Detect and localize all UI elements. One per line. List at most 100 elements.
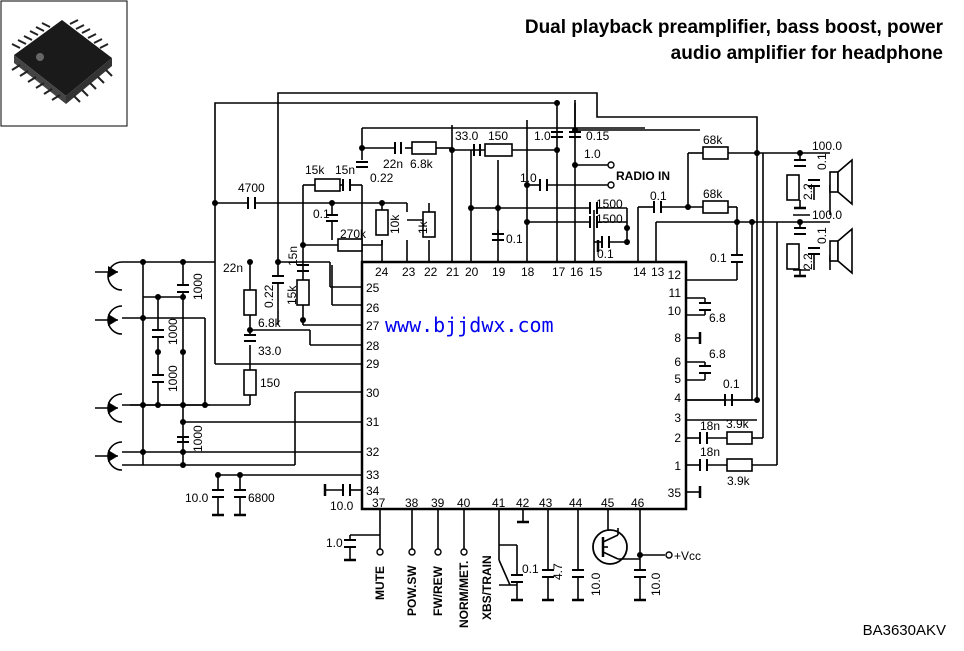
component-value-label: 1.0 — [326, 536, 343, 550]
component-value-label: 10.0 — [589, 572, 603, 596]
pin-19: 19 — [492, 265, 506, 279]
component-value-label: 100.0 — [812, 208, 842, 222]
component-value-label: 68k — [703, 187, 723, 201]
pin-5: 5 — [674, 372, 681, 386]
component-value-label: 0.22 — [370, 171, 394, 185]
jack-icon — [95, 393, 123, 423]
mute-label: MUTE — [373, 566, 387, 600]
component-value-label: 0.1 — [597, 247, 614, 261]
component-value-label: 1500 — [596, 212, 623, 226]
pin-31: 31 — [366, 415, 380, 429]
pin-12: 12 — [668, 268, 682, 282]
pin-3: 3 — [674, 411, 681, 425]
component-value-label: 0.22 — [262, 284, 276, 308]
component-value-label: 4700 — [238, 181, 265, 195]
pin-33: 33 — [366, 468, 380, 482]
radio-in-label: RADIO IN — [616, 169, 670, 183]
pin-45: 45 — [601, 496, 615, 510]
pin-11: 11 — [669, 286, 682, 300]
pin-21: 21 — [446, 265, 460, 279]
component-value-label: 3.9k — [726, 417, 750, 431]
pin-40: 40 — [457, 496, 471, 510]
pin-14: 14 — [633, 265, 647, 279]
speaker-icon — [829, 158, 853, 206]
pin-46: 46 — [631, 496, 645, 510]
jack-icon — [95, 441, 123, 471]
component-value-label: 33.0 — [455, 129, 479, 143]
control-terminals — [376, 548, 468, 556]
component-value-label: 22n — [383, 157, 403, 171]
pin-24: 24 — [375, 265, 389, 279]
pow-sw-label: POW.SW — [405, 565, 419, 616]
component-value-label: 1.0 — [520, 171, 537, 185]
component-value-label: 0.1 — [650, 189, 667, 203]
component-value-label: 270k — [340, 227, 367, 241]
component-value-label: 1.0 — [584, 147, 601, 161]
pin-27: 27 — [366, 319, 380, 333]
component-labels: 33.0 150 1.0 0.15 22n 6.8k 1.0 15n 15k 0… — [166, 129, 842, 596]
component-value-label: 100.0 — [812, 139, 842, 153]
radio-in-terminals — [607, 161, 615, 189]
pin-20: 20 — [465, 265, 479, 279]
component-value-label: 0.15 — [586, 129, 610, 143]
component-value-label: 1000 — [191, 273, 205, 300]
pin-2: 2 — [674, 431, 681, 445]
part-number: BA3630AKV — [863, 622, 946, 639]
logo-box — [0, 0, 128, 127]
watermark: www.bjjdwx.com — [385, 313, 554, 337]
vcc-terminal — [665, 551, 673, 559]
pin-18: 18 — [521, 265, 535, 279]
jack-icon — [95, 305, 123, 335]
component-value-label: 6.8 — [709, 311, 726, 325]
pin-39: 39 — [431, 496, 445, 510]
pin-8: 8 — [674, 331, 681, 345]
pin-28: 28 — [366, 339, 380, 353]
component-value-label: 4.7 — [551, 563, 565, 580]
pin-1: 1 — [674, 459, 681, 473]
pin-30: 30 — [366, 386, 380, 400]
pin-41: 41 — [492, 496, 506, 510]
pin-37: 37 — [372, 496, 386, 510]
component-value-label: 1.0 — [534, 129, 551, 143]
top-pin-numbers: 24 23 22 21 20 19 18 17 16 15 14 13 — [375, 265, 665, 279]
component-value-label: 0.1 — [710, 251, 727, 265]
component-value-label: 1000 — [191, 425, 205, 452]
pin-22: 22 — [424, 265, 438, 279]
component-value-label: 2.2 — [801, 253, 815, 270]
component-value-label: 15n — [335, 163, 355, 177]
component-value-label: 18n — [700, 445, 720, 459]
pin-15: 15 — [589, 265, 603, 279]
component-value-label: 68k — [703, 133, 723, 147]
title-line-1: Dual playback preamplifier, bass boost, … — [525, 17, 944, 38]
pin-38: 38 — [405, 496, 419, 510]
speaker-icon — [829, 227, 853, 275]
pin-35: 35 — [668, 486, 682, 500]
right-pin-numbers: 12 11 10 8 6 5 4 3 2 1 35 — [668, 268, 682, 500]
pin-29: 29 — [366, 357, 380, 371]
component-value-label: 0.1 — [506, 232, 523, 246]
component-value-label: 10.0 — [330, 499, 354, 513]
component-value-label: 0.1 — [815, 227, 829, 244]
input-jacks — [95, 261, 123, 471]
norm-met-label: NORM/MET. — [457, 561, 471, 628]
component-value-label: 1000 — [166, 318, 180, 345]
pin-25: 25 — [366, 281, 380, 295]
pin-4: 4 — [674, 391, 681, 405]
component-value-label: 1000 — [166, 365, 180, 392]
transistor-icon — [592, 528, 640, 565]
ic-body — [360, 260, 688, 511]
component-value-label: 6.8 — [709, 347, 726, 361]
pin-23: 23 — [402, 265, 416, 279]
pin-10: 10 — [668, 304, 682, 318]
pin-6: 6 — [674, 355, 681, 369]
component-value-label: 15k — [305, 163, 325, 177]
xbs-train-label: XBS/TRAIN — [480, 555, 494, 620]
bottom-pin-numbers: 37 38 39 40 41 42 43 44 45 46 — [372, 496, 645, 510]
pin-42: 42 — [516, 496, 530, 510]
component-value-label: 150 — [488, 129, 508, 143]
component-value-label: 1500 — [596, 197, 623, 211]
pin-13: 13 — [651, 265, 665, 279]
component-value-label: 10.0 — [185, 491, 209, 505]
component-value-label: 0.1 — [815, 153, 829, 170]
